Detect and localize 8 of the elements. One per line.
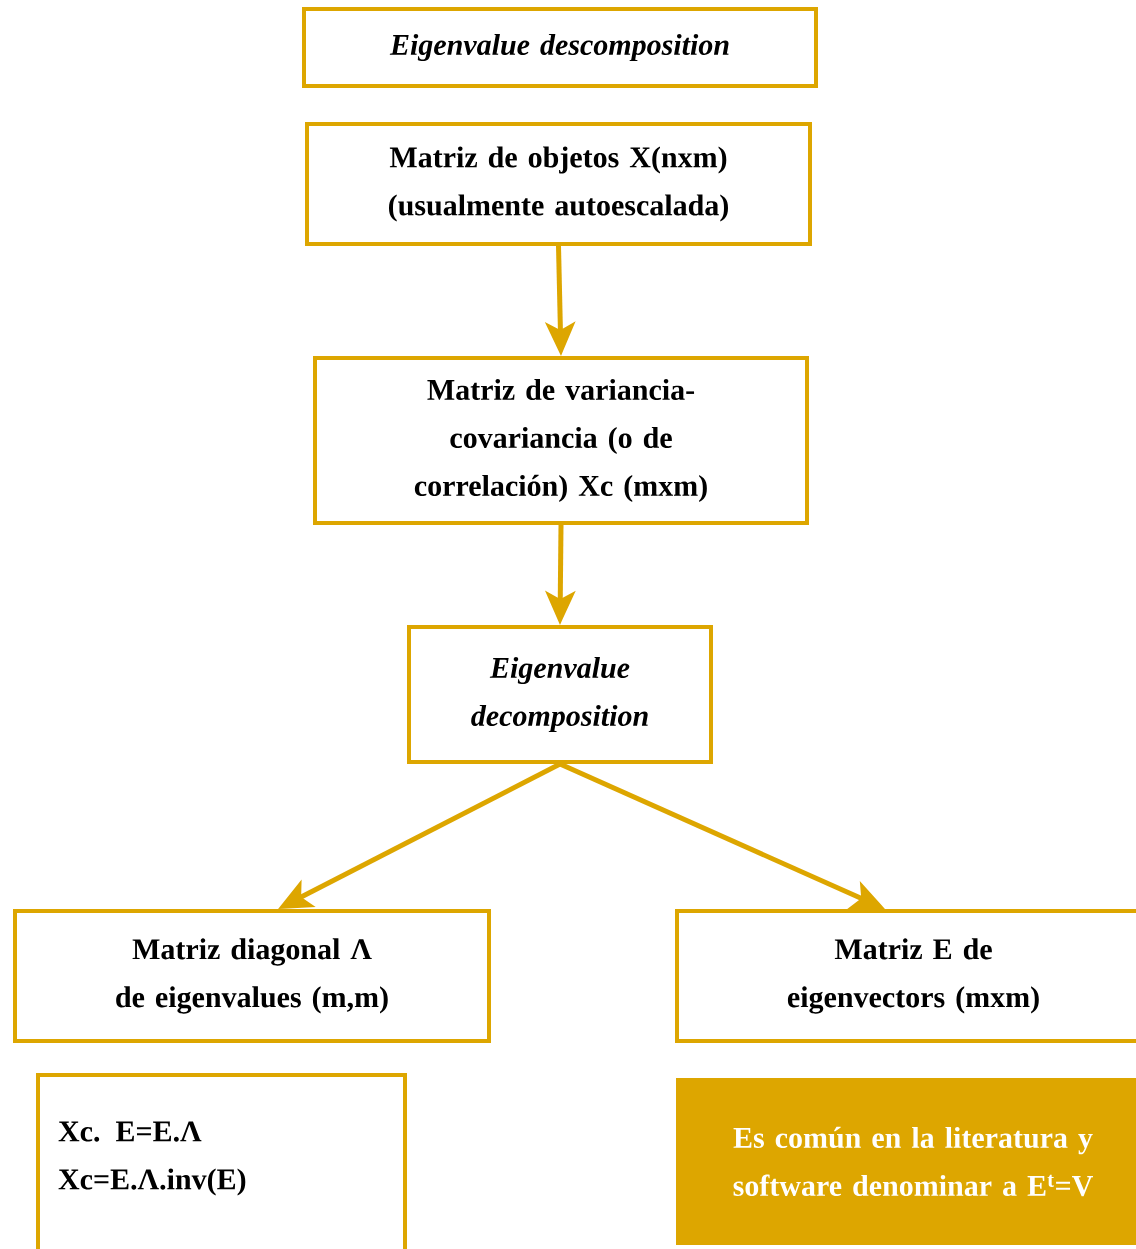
result-box: Matriz E de eigenvectors (mxm) bbox=[675, 909, 1136, 1043]
equation-text: Xc. E=E.Λ Xc=E.Λ.inv(E) bbox=[58, 1121, 246, 1196]
process-box: Matriz de objetos X(nxm) (usualmente autoescalada) bbox=[305, 122, 812, 246]
result-box: Matriz diagonal Λ de eigenvalues (m,m) bbox=[13, 909, 491, 1043]
process-box: Eigenvalue decomposition bbox=[407, 625, 713, 764]
title-box: Eigenvalue descomposition bbox=[302, 7, 818, 88]
process-box: Matriz de variancia-covariancia (o de correlación) Xc (mxm) bbox=[313, 356, 809, 525]
note-box: Es común en la literatura y software denominar a E$^{t}$=V bbox=[676, 1078, 1136, 1245]
